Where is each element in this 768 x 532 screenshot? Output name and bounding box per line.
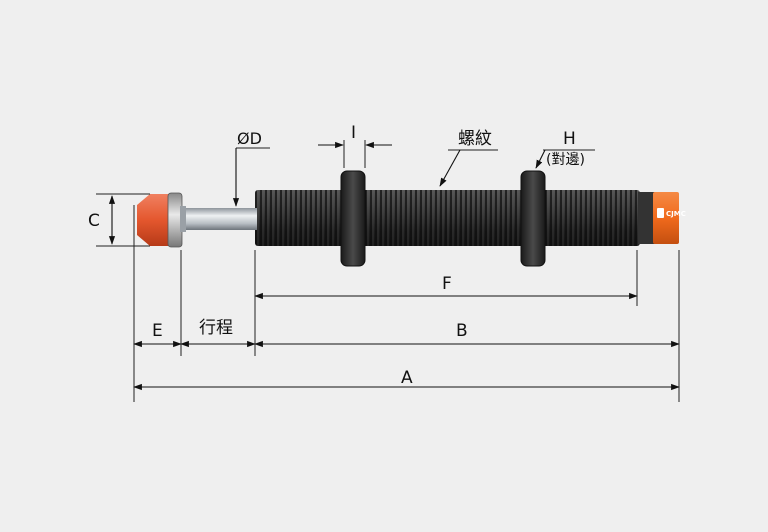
label-a: A	[401, 368, 413, 388]
dim-h-leader	[535, 149, 546, 169]
label-e: E	[152, 321, 163, 341]
hex-nut-left	[340, 170, 366, 267]
piston-rod	[183, 208, 257, 230]
label-h-note: (對邊)	[546, 152, 585, 168]
label-i: I	[351, 123, 357, 143]
label-b: B	[456, 321, 468, 341]
extension-lines	[96, 140, 680, 402]
thread-leader	[439, 149, 461, 187]
label-stroke: 行程	[199, 318, 233, 338]
label-c: C	[88, 211, 100, 231]
label-h: H	[563, 129, 576, 149]
threaded-body	[255, 190, 640, 246]
hex-nut-right	[520, 170, 546, 267]
label-f: F	[442, 274, 452, 294]
dimension-lines	[108, 141, 680, 391]
end-plug	[638, 192, 679, 244]
label-thread: 螺紋	[458, 129, 492, 149]
stopper-cap	[137, 192, 186, 248]
brand-logo-text: CJMC	[666, 210, 686, 218]
label-d: ØD	[237, 129, 262, 148]
